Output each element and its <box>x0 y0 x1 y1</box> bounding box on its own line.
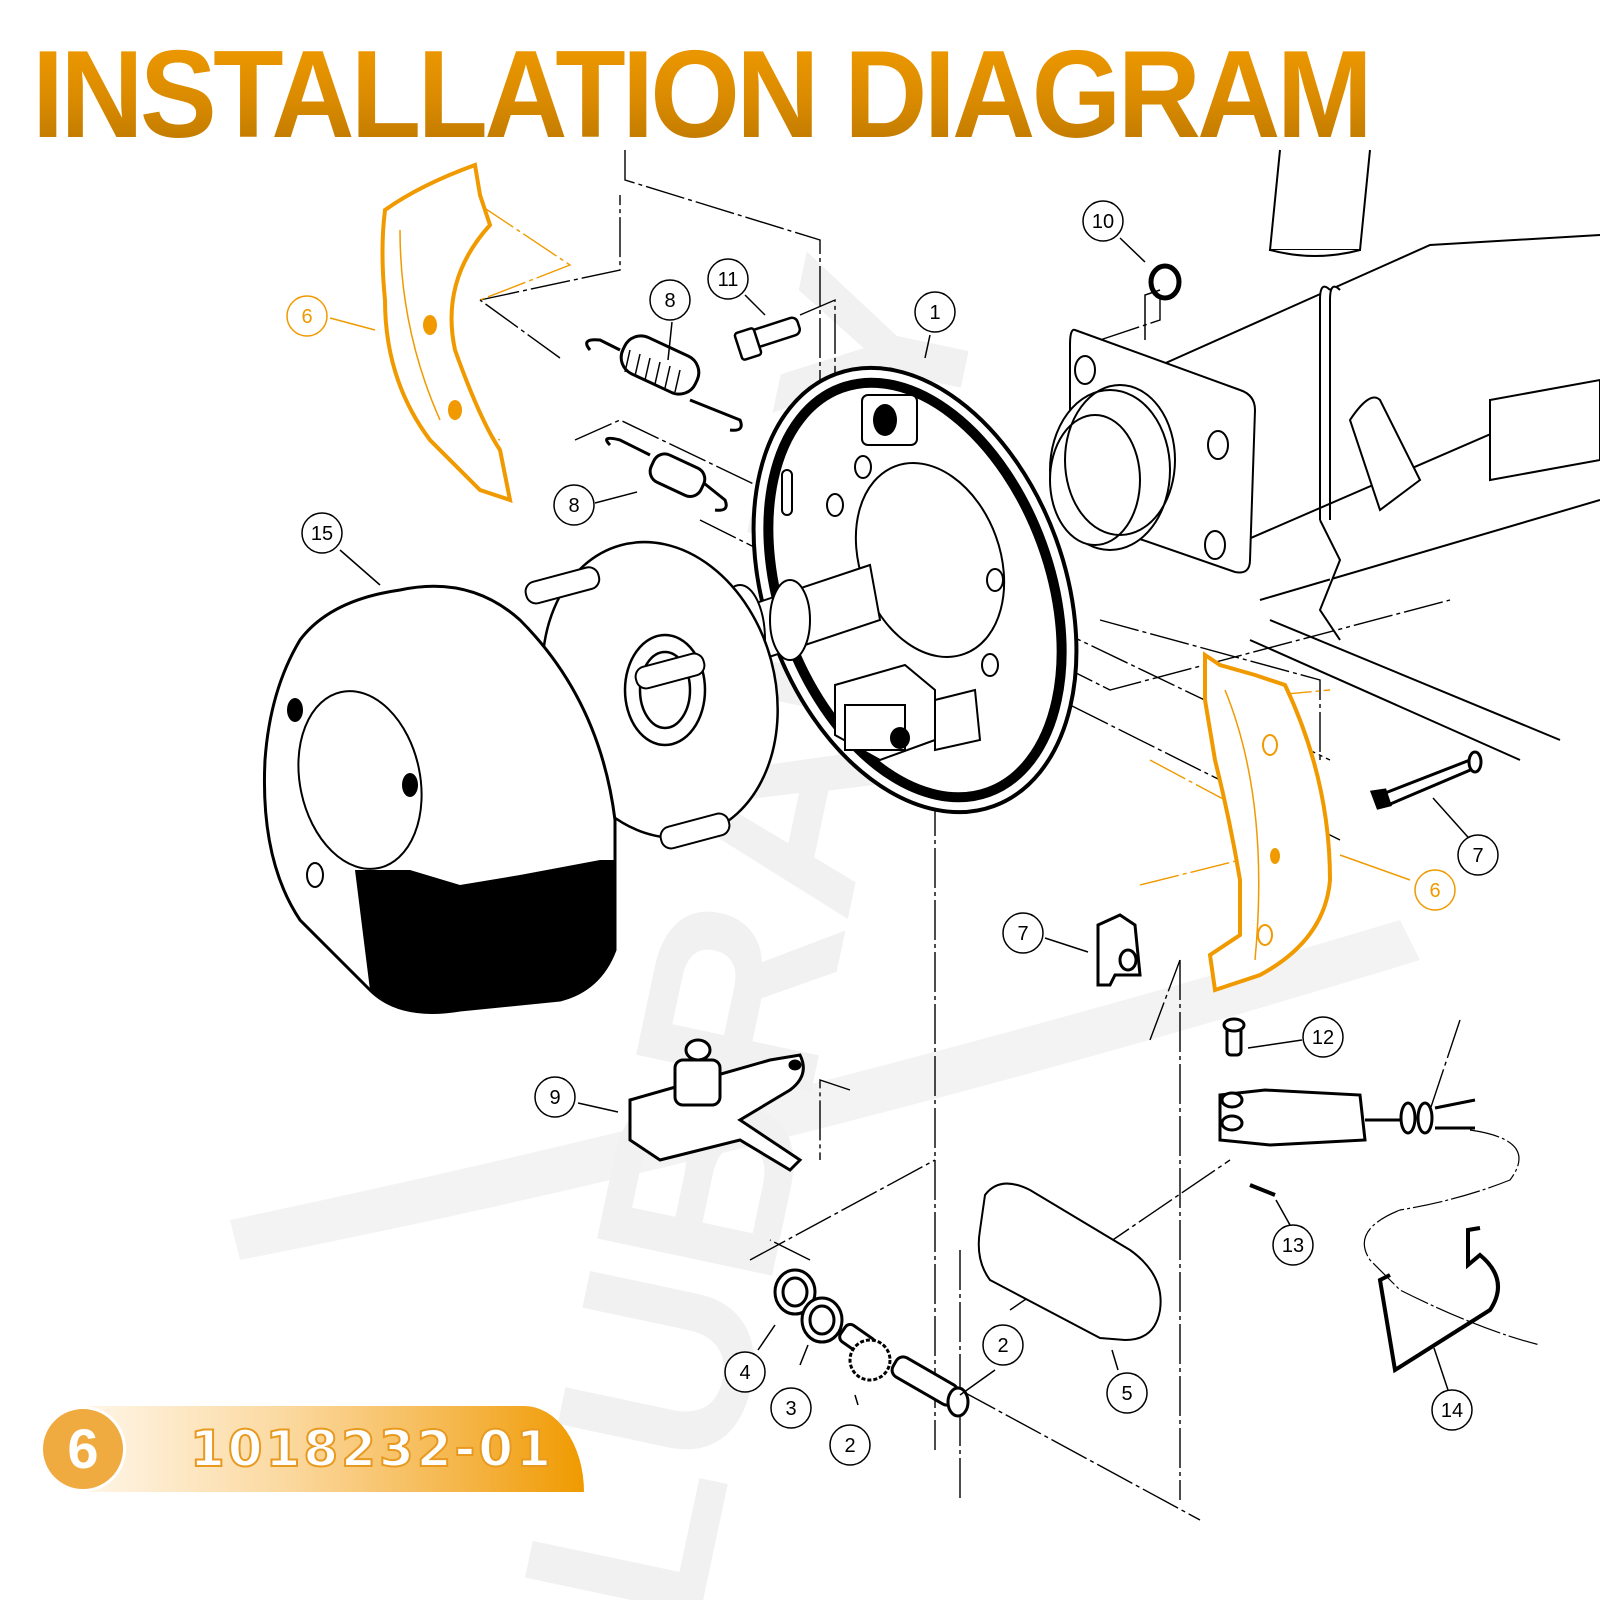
svg-text:15: 15 <box>311 523 333 545</box>
callout-14[interactable]: 14 <box>1431 1347 1473 1431</box>
callout-13[interactable]: 13 <box>1272 1199 1314 1266</box>
callout-7b[interactable]: 7 <box>1432 797 1499 876</box>
svg-text:10: 10 <box>1092 211 1114 233</box>
part-number: 1018232-01 <box>189 1419 554 1479</box>
hold-down-pin <box>1369 750 1483 810</box>
callouts: 1 2 2 3 4 5 6 6 7 7 8 8 9 10 11 12 13 14… <box>286 200 1499 1466</box>
svg-text:1: 1 <box>929 302 940 324</box>
svg-text:7: 7 <box>1472 845 1483 867</box>
actuator-lever <box>628 1038 805 1172</box>
lock-nut <box>1144 263 1182 340</box>
callout-6b[interactable]: 6 <box>1339 854 1456 911</box>
svg-text:2: 2 <box>844 1435 855 1457</box>
cable-clevis <box>1218 1017 1476 1197</box>
callout-6a[interactable]: 6 <box>286 295 376 337</box>
callout-1[interactable]: 1 <box>914 291 956 359</box>
callout-4[interactable]: 4 <box>724 1324 776 1393</box>
svg-text:13: 13 <box>1282 1235 1304 1257</box>
brake-drum <box>262 584 617 1014</box>
adjuster-assembly <box>773 1268 970 1418</box>
svg-text:7: 7 <box>1017 923 1028 945</box>
callout-12[interactable]: 12 <box>1247 1016 1344 1058</box>
callout-15[interactable]: 15 <box>301 512 381 586</box>
cable-retaining-clip <box>1377 1226 1500 1374</box>
brake-shoe-lower <box>1203 651 1333 993</box>
callout-7a[interactable]: 7 <box>1002 912 1089 954</box>
svg-text:5: 5 <box>1121 1383 1132 1405</box>
callout-11[interactable]: 11 <box>707 258 766 316</box>
svg-text:9: 9 <box>549 1087 560 1109</box>
svg-text:11: 11 <box>718 269 739 291</box>
hold-down-clip <box>1096 913 1142 987</box>
badge-bar <box>84 1406 584 1492</box>
svg-text:8: 8 <box>664 290 675 312</box>
svg-text:6: 6 <box>1429 880 1440 902</box>
brake-shoe-upper <box>380 162 513 503</box>
axle-housing <box>1149 149 1600 761</box>
cable-path <box>1363 1129 1541 1346</box>
return-spring-upper <box>585 334 743 432</box>
part-number-badge: 6 1018232-01 <box>40 1406 600 1492</box>
wheel-cylinder <box>834 663 982 762</box>
svg-text:2: 2 <box>997 1335 1008 1357</box>
svg-text:8: 8 <box>568 495 579 517</box>
callout-8a[interactable]: 8 <box>649 279 691 361</box>
dust-plug <box>977 1182 1162 1342</box>
item-number-badge: 6 <box>40 1406 126 1492</box>
callout-2a[interactable]: 2 <box>959 1324 1024 1396</box>
svg-text:3: 3 <box>785 1398 796 1420</box>
callout-8b[interactable]: 8 <box>553 484 638 526</box>
axle-flange <box>1049 328 1257 574</box>
page-title: INSTALLATION DIAGRAM <box>32 26 1373 164</box>
svg-text:12: 12 <box>1312 1027 1334 1049</box>
return-spring-lower <box>605 436 728 512</box>
wheel-stud <box>524 566 731 850</box>
callout-2b[interactable]: 2 <box>829 1394 871 1466</box>
callout-3[interactable]: 3 <box>770 1344 812 1429</box>
svg-text:14: 14 <box>1441 1400 1463 1422</box>
svg-text:6: 6 <box>301 306 312 328</box>
callout-5[interactable]: 5 <box>1106 1349 1148 1414</box>
bolt <box>733 316 802 361</box>
callout-9[interactable]: 9 <box>534 1076 619 1118</box>
svg-text:4: 4 <box>739 1362 750 1384</box>
callout-10[interactable]: 10 <box>1082 200 1146 263</box>
